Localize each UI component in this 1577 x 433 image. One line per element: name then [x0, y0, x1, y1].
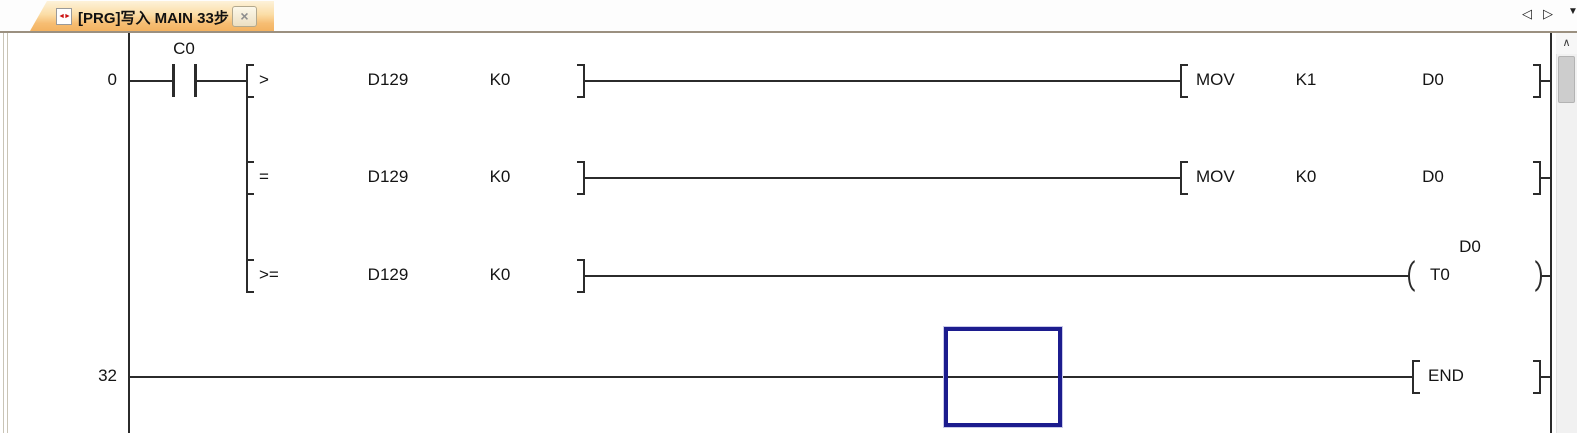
right-power-rail: [1550, 33, 1552, 433]
wire: [585, 177, 1182, 179]
compare-operand-2[interactable]: K0: [489, 167, 511, 186]
step-number-32: 32: [98, 366, 117, 385]
instruction-operand-1[interactable]: K0: [1295, 167, 1317, 186]
vertical-scrollbar-thumb[interactable]: [1558, 56, 1575, 103]
icon-arrow-left: ◄: [58, 13, 65, 20]
tab-title: [PRG]写入 MAIN 33步: [78, 10, 229, 27]
frame-border-inner: [7, 33, 8, 433]
instruction-bracket-close: [1533, 161, 1541, 195]
tab-main-program[interactable]: ◄► [PRG]写入 MAIN 33步 ×: [30, 1, 274, 31]
compare-bracket-open: [246, 161, 254, 195]
wire: [128, 80, 173, 82]
coil-device[interactable]: T0: [1430, 265, 1450, 284]
instruction-bracket-open: [1412, 360, 1420, 394]
compare-operator[interactable]: >=: [259, 265, 279, 284]
contact-label-c0: C0: [173, 39, 195, 58]
wire: [585, 275, 1410, 277]
coil-value-label: D0: [1459, 237, 1481, 256]
wire: [1541, 275, 1551, 277]
compare-bracket-close: [577, 64, 585, 98]
instruction-operand-2[interactable]: D0: [1422, 167, 1444, 186]
tab-separator-line: [0, 31, 1577, 33]
compare-bracket-open: [246, 259, 254, 293]
wire: [1541, 376, 1551, 378]
tab-scroll-right-icon[interactable]: ▷: [1543, 6, 1553, 21]
instruction-operand-1[interactable]: K1: [1295, 70, 1317, 89]
wire: [585, 80, 1182, 82]
compare-operand-1[interactable]: D129: [367, 265, 409, 284]
frame-border-outer: [3, 33, 4, 433]
instruction-mnemonic-end[interactable]: END: [1428, 366, 1464, 385]
instruction-bracket-close: [1533, 360, 1541, 394]
compare-operator[interactable]: =: [259, 167, 269, 186]
compare-operator[interactable]: >: [259, 70, 269, 89]
coil-paren-open: [1408, 260, 1415, 292]
tab-bar: ◄► [PRG]写入 MAIN 33步 × ◁ ▷ ▼: [0, 0, 1577, 31]
wire: [1541, 80, 1551, 82]
contact-c0[interactable]: [172, 64, 175, 97]
instruction-mnemonic[interactable]: MOV: [1196, 70, 1235, 89]
edit-cursor-selection-box[interactable]: [944, 327, 1062, 427]
step-number-0: 0: [107, 70, 117, 89]
tab-close-button[interactable]: ×: [232, 6, 257, 27]
compare-operand-2[interactable]: K0: [489, 265, 511, 284]
compare-bracket-close: [577, 259, 585, 293]
wire: [1541, 177, 1551, 179]
instruction-bracket-open: [1180, 64, 1188, 98]
compare-bracket-close: [577, 161, 585, 195]
instruction-bracket-open: [1180, 161, 1188, 195]
compare-operand-1[interactable]: D129: [367, 167, 409, 186]
compare-operand-1[interactable]: D129: [367, 70, 409, 89]
vertical-scrollbar-track[interactable]: [1556, 33, 1577, 433]
contact-c0[interactable]: [194, 64, 197, 97]
icon-arrow-right: ►: [64, 13, 71, 20]
tab-list-dropdown-icon[interactable]: ▼: [1568, 6, 1577, 17]
compare-bracket-open: [246, 64, 254, 98]
instruction-mnemonic[interactable]: MOV: [1196, 167, 1235, 186]
instruction-bracket-close: [1533, 64, 1541, 98]
wire: [128, 376, 1414, 378]
wire: [197, 80, 248, 82]
left-power-rail: [128, 33, 130, 433]
coil-paren-close: [1535, 260, 1542, 292]
ladder-program-icon: ◄►: [56, 8, 72, 25]
tab-scroll-left-icon[interactable]: ◁: [1522, 6, 1532, 21]
instruction-operand-2[interactable]: D0: [1422, 70, 1444, 89]
scroll-up-arrow-icon[interactable]: ∧: [1556, 33, 1577, 54]
compare-operand-2[interactable]: K0: [489, 70, 511, 89]
